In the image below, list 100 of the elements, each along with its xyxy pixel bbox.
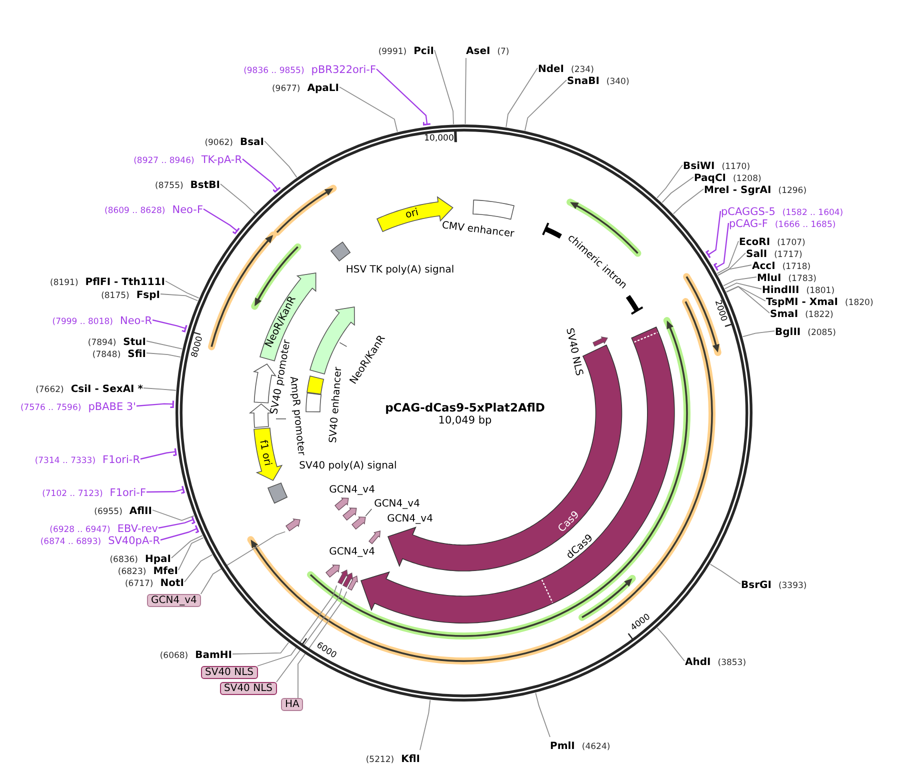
feature-label: GCN4_v4 (374, 498, 420, 510)
site-position: (6836) (110, 554, 138, 564)
feature-label: GCN4_v4 (387, 514, 433, 524)
feature-label: CMV enhancer (441, 220, 515, 240)
leader-line (158, 516, 196, 529)
leader-line (420, 700, 431, 750)
site-position: (234) (571, 64, 594, 74)
leader-line (152, 510, 194, 521)
position-tick-label: 2000 (711, 299, 729, 323)
position-tick-label: 10,000 (424, 134, 454, 144)
leader-line (146, 340, 183, 350)
enzyme-name: TspMI - XmaI (766, 296, 838, 308)
primer-name: F1ori-F (110, 486, 146, 498)
leader-line (220, 184, 256, 214)
feature-label: GCN4_v4 (329, 546, 375, 558)
leader-line (264, 140, 298, 178)
enzyme-name: StuI (123, 336, 146, 348)
feature-label: AmpR promoter (287, 376, 307, 456)
leader-line (160, 524, 200, 541)
feature-tag: SV40 NLS (201, 666, 258, 679)
leader-line (376, 68, 432, 126)
feature-label: SV40 poly(A) signal (299, 460, 397, 472)
enzyme-name: SfiI (128, 348, 146, 360)
primer-name: EBV-rev (117, 522, 158, 534)
leader-line (718, 252, 746, 276)
enzyme-name: HpaI (145, 554, 171, 564)
enzyme-name: AflII (129, 506, 152, 516)
leader-line (726, 286, 766, 302)
site-position: (6823) (118, 566, 146, 576)
site-position: (1707) (777, 238, 806, 248)
primer-range: (1582 .. 1604) (782, 208, 844, 218)
site-position: (6717) (124, 578, 154, 588)
enzyme-name: SmaI (770, 308, 798, 320)
site-position: (8755) (155, 180, 184, 190)
enzyme-name: NotI (160, 578, 184, 588)
enzyme-name: NdeI (538, 64, 564, 74)
site-position: (6068) (160, 650, 188, 660)
feature-label: HSV TK poly(A) signal (346, 264, 454, 276)
primer-range: (8609 .. 8628) (104, 206, 166, 216)
enzyme-name: BsrGI (741, 580, 772, 590)
site-position: (4624) (582, 742, 610, 752)
site-position: (7848) (92, 350, 121, 360)
primer-name: F1ori-R (102, 454, 140, 466)
primer-name: Neo-R (120, 314, 152, 326)
leader-line (136, 400, 174, 408)
site-position: (6955) (94, 506, 122, 516)
leader-line (710, 564, 741, 584)
site-position: (7894) (88, 338, 116, 348)
feature-label: SV40 enhancer (328, 366, 344, 444)
enzyme-name: PaqCI (694, 172, 726, 184)
feature-label: f1 ori (257, 440, 273, 468)
leader-line (524, 80, 567, 131)
site-position: (2085) (808, 328, 836, 338)
site-position: (3393) (778, 580, 807, 590)
enzyme-name: PflFI - Tth111I (85, 276, 165, 288)
site-position: (1296) (778, 186, 807, 196)
site-position: (1801) (806, 286, 835, 296)
leader-line (742, 330, 775, 338)
enzyme-name: ApaLI (307, 82, 339, 94)
enzyme-name: MfeI (153, 566, 178, 576)
primer-range: (8927 .. 8946) (134, 156, 194, 166)
enzyme-name: AseI (466, 46, 490, 56)
primer-name: pBABE 3' (88, 400, 136, 412)
leader-line (662, 176, 694, 204)
leader-line (723, 276, 757, 286)
primer-range: (7999 .. 8018) (52, 316, 113, 326)
leader-line (146, 352, 181, 358)
leader-line (724, 282, 762, 290)
primer-range: (7314 .. 7333) (34, 456, 96, 466)
feature-label: SV40 NLS (564, 327, 584, 377)
enzyme-name: MluI (757, 272, 782, 284)
primer-range: (1666 .. 1685) (774, 220, 836, 230)
plasmid-name: pCAG-dCas9-5xPlat2AflD (385, 402, 545, 414)
primer-range: (7576 .. 7596) (20, 402, 82, 412)
site-position: (1820) (845, 298, 874, 308)
leader-line (716, 240, 739, 274)
enzyme-name: BstBI (190, 180, 220, 190)
leader-line (706, 210, 722, 258)
leader-line (232, 642, 289, 654)
leader-line (165, 280, 200, 298)
site-position: (1822) (805, 310, 834, 320)
site-position: (1718) (782, 262, 811, 272)
position-tick-label: 8000 (190, 335, 206, 359)
leader-line (171, 535, 203, 558)
leader-line (184, 554, 213, 582)
enzyme-name: PciI (414, 46, 434, 56)
enzyme-name: EcoRI (739, 236, 770, 248)
leader-line (464, 58, 466, 124)
feature-label: ori (404, 206, 420, 221)
leader-line (143, 388, 176, 391)
leader-line (535, 692, 550, 738)
primer-name: pCAGGS-5 (721, 206, 776, 218)
enzyme-name: SalI (746, 248, 768, 260)
site-position: (1208) (733, 174, 762, 184)
leader-line (140, 448, 177, 460)
leader-line (434, 50, 454, 125)
feature-tag: GCN4_v4 (147, 594, 201, 607)
leader-line (656, 627, 685, 662)
leader-line (298, 591, 348, 698)
feature-label: GCN4_v4 (329, 484, 375, 496)
